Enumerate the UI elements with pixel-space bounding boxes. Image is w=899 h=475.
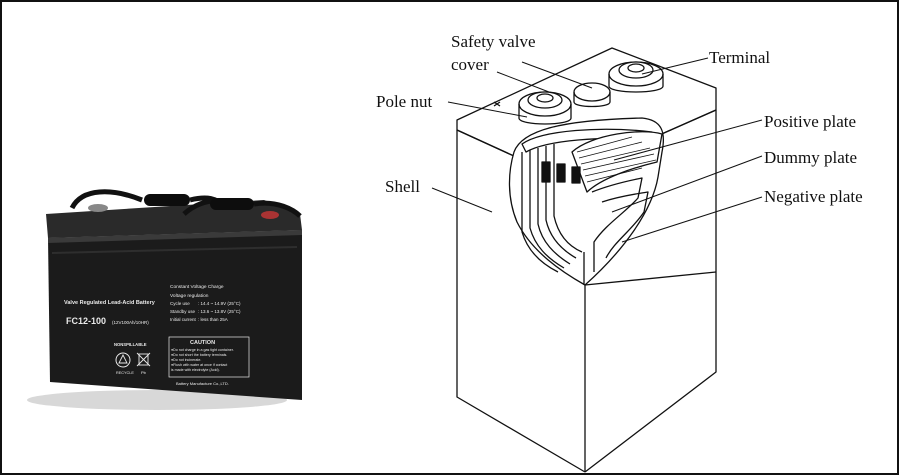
spec-sub: Voltage regulation [170, 293, 209, 299]
right-terminal [261, 211, 279, 219]
lid-mark [493, 101, 501, 107]
caution-line-1: ●Do not charge in a gas tight container. [171, 348, 234, 352]
label-safety-valve-line2: cover [451, 55, 489, 74]
dummy-plate-curve [591, 177, 643, 272]
leader-shell [431, 187, 493, 213]
nonspillable-label: NONSPILLABLE [114, 342, 147, 347]
shell-right-edge [584, 110, 717, 473]
plate-tab-2 [556, 163, 566, 183]
pb-label: Pb [141, 370, 147, 375]
spec-row-1-value: : 14.4 ~ 14.9V (25°C) [198, 301, 241, 306]
shell-left-edge [456, 130, 586, 473]
caution-line-2: ●Do not short the battery terminals. [171, 353, 227, 357]
caution-line-5: is made with electrolyte (Acid). [171, 368, 220, 372]
model-spec: (12V100Ah/10HR) [112, 320, 149, 325]
caution-line-3: ●Do not incinerate. [171, 358, 201, 362]
left-terminal [88, 204, 108, 212]
label-positive-plate: Positive plate [764, 112, 856, 131]
leader-positive-plate [613, 119, 763, 161]
model-name: FC12-100 [66, 316, 106, 326]
label-dummy-plate: Dummy plate [764, 148, 857, 167]
right-handle-grip [210, 198, 254, 210]
plate-stack [521, 144, 583, 273]
safety-valve [573, 82, 611, 108]
leader-negative-plate [621, 196, 763, 243]
spec-title: Constant Voltage Charge [170, 284, 224, 290]
label-safety-valve-line1: Safety valve [451, 32, 536, 51]
caution-title: CAUTION [190, 340, 215, 346]
front-highlight [52, 246, 297, 254]
terminal-left [518, 91, 572, 125]
label-shell: Shell [385, 177, 420, 196]
spec-row-2-label: Standby use [170, 309, 196, 314]
label-terminal: Terminal [709, 48, 770, 67]
negative-plate-curve [601, 191, 649, 259]
recycle-icon [115, 352, 131, 368]
battery-front [48, 230, 302, 400]
leader-lines [431, 57, 763, 243]
leader-terminal [641, 57, 709, 75]
plate-tab-3 [571, 166, 581, 184]
leader-dummy-plate [611, 155, 763, 213]
leader-safety-valve-1 [496, 71, 550, 93]
pb-crossed-bin-icon [136, 352, 151, 367]
label-negative-plate: Negative plate [764, 187, 863, 206]
terminal-right [608, 61, 664, 93]
left-handle-rope [69, 189, 143, 210]
label-pole-nut: Pole nut [376, 92, 432, 111]
spec-row-3-label: Initial current [170, 317, 197, 322]
brand-line: Valve Regulated Lead-Acid Battery [64, 300, 156, 306]
lid-edge-highlight [48, 230, 302, 243]
recycle-label: RECYCLE [116, 371, 134, 375]
left-handle-grip [144, 194, 190, 206]
leader-pole-nut [447, 101, 528, 118]
spec-row-2-value: : 13.6 ~ 13.8V (25°C) [198, 309, 241, 314]
spec-row-3-value: : less than 25A [198, 317, 228, 322]
right-handle-rope-2 [253, 200, 302, 218]
spec-row-1-label: Cycle use [170, 301, 190, 306]
cut-top-right [584, 271, 717, 286]
caution-box [168, 336, 250, 378]
cutaway-diagram [456, 47, 717, 473]
positive-plate-hatch [576, 136, 657, 183]
photo-shadow [27, 390, 287, 410]
manufacturer-text: Battery Manufacture Co.,LTD. [176, 381, 229, 386]
plate-tab-1 [541, 161, 551, 183]
caution-line-4: ●Flush with water at once if contact [171, 363, 227, 367]
battery-photo: Valve Regulated Lead-Acid Battery FC12-1… [27, 189, 302, 410]
leader-safety-valve-2 [521, 61, 593, 89]
